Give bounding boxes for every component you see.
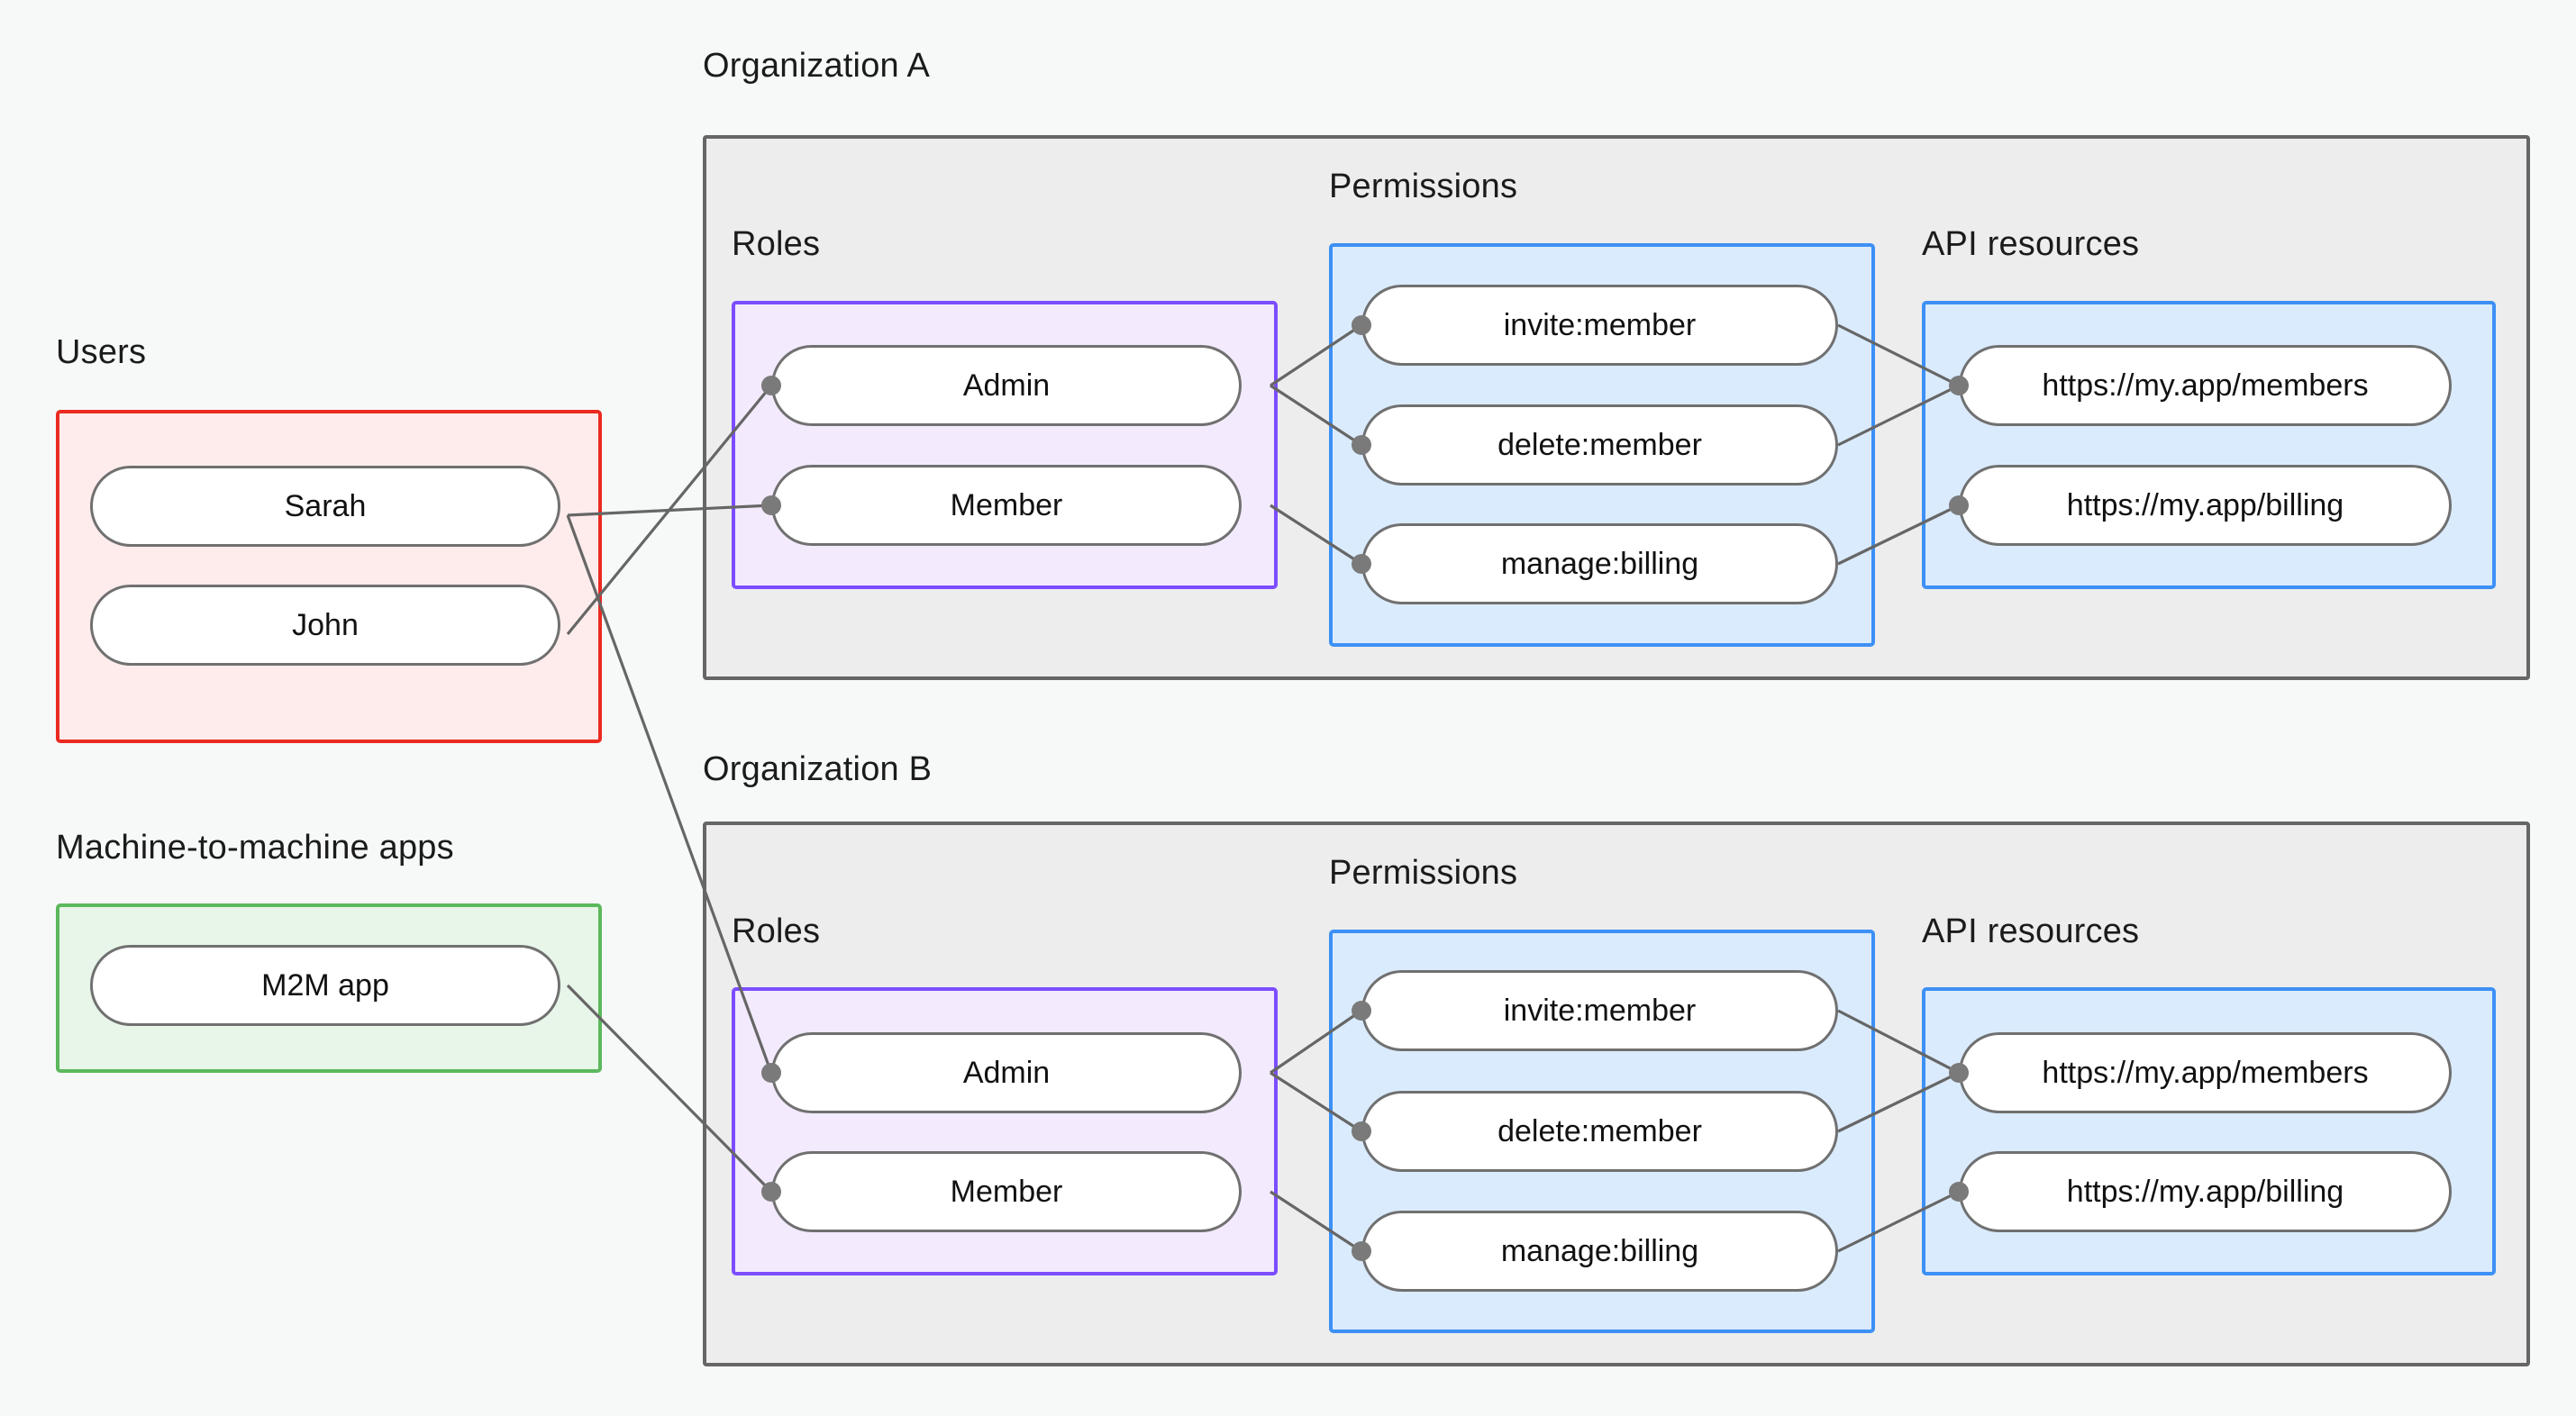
- orgB-api-pill-members[interactable]: https://my.app/members: [1959, 1032, 2452, 1113]
- orgB-api-resources-title: API resources: [1922, 912, 2140, 950]
- orgA-roles-container: [732, 301, 1278, 589]
- orgB-api-resources-container: [1922, 987, 2496, 1275]
- orgA-roles-title: Roles: [732, 225, 821, 263]
- users-container: [56, 410, 602, 743]
- organization-a-title: Organization A: [703, 47, 931, 85]
- user-pill-sarah[interactable]: Sarah: [90, 466, 560, 547]
- orgA-api-pill-billing[interactable]: https://my.app/billing: [1959, 465, 2452, 546]
- organization-b-title: Organization B: [703, 750, 933, 788]
- orgB-permissions-title: Permissions: [1329, 854, 1518, 892]
- orgB-api-pill-billing[interactable]: https://my.app/billing: [1959, 1151, 2452, 1232]
- orgA-api-pill-members[interactable]: https://my.app/members: [1959, 345, 2452, 426]
- orgB-permission-pill-manage-billing[interactable]: manage:billing: [1361, 1211, 1838, 1292]
- orgA-permission-pill-delete-member[interactable]: delete:member: [1361, 404, 1838, 486]
- orgB-roles-title: Roles: [732, 912, 821, 950]
- m2m-pill-app[interactable]: M2M app: [90, 945, 560, 1026]
- users-title: Users: [56, 333, 147, 371]
- user-pill-john[interactable]: John: [90, 585, 560, 666]
- orgB-role-pill-member[interactable]: Member: [771, 1151, 1242, 1232]
- orgA-permission-pill-manage-billing[interactable]: manage:billing: [1361, 523, 1838, 604]
- orgB-permission-pill-delete-member[interactable]: delete:member: [1361, 1091, 1838, 1172]
- orgA-permission-pill-invite-member[interactable]: invite:member: [1361, 285, 1838, 366]
- orgA-api-resources-title: API resources: [1922, 225, 2140, 263]
- orgB-roles-container: [732, 987, 1278, 1275]
- orgB-role-pill-admin[interactable]: Admin: [771, 1032, 1242, 1113]
- orgB-permission-pill-invite-member[interactable]: invite:member: [1361, 970, 1838, 1051]
- orgA-api-resources-container: [1922, 301, 2496, 589]
- m2m-title: Machine-to-machine apps: [56, 829, 454, 867]
- orgA-permissions-title: Permissions: [1329, 168, 1518, 205]
- orgA-role-pill-member[interactable]: Member: [771, 465, 1242, 546]
- orgA-role-pill-admin[interactable]: Admin: [771, 345, 1242, 426]
